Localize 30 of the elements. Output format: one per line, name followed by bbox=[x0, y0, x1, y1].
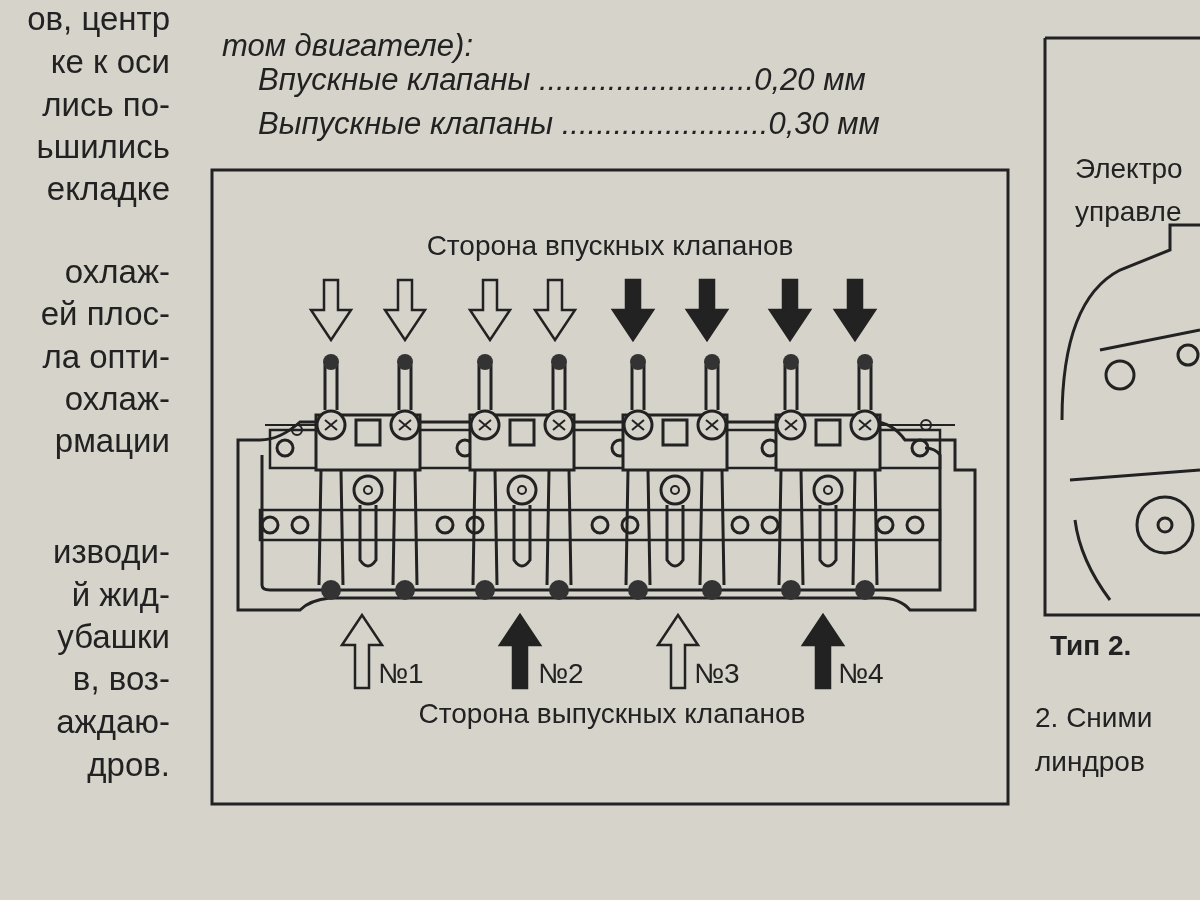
text-line: ла опти- bbox=[41, 340, 170, 373]
cylinder-number: №2 bbox=[538, 660, 584, 688]
text-line: ке к оси bbox=[49, 45, 170, 78]
text-line: Электро bbox=[1075, 155, 1183, 183]
text-line: охлаж- bbox=[63, 255, 170, 288]
text-line: охлаж- bbox=[63, 382, 170, 415]
text-line: ов, центр bbox=[26, 2, 170, 35]
text-line: линдров bbox=[1035, 748, 1145, 776]
spec-heading: том двигателе): bbox=[222, 30, 473, 61]
spec-line: Впускные клапаны .........................0,20 мм bbox=[258, 64, 866, 95]
side-label: Сторона впускных клапанов bbox=[426, 232, 794, 260]
side-label: Сторона выпускных клапанов bbox=[418, 700, 806, 728]
text-line: екладке bbox=[45, 172, 170, 205]
text-line: рмации bbox=[53, 424, 170, 457]
text-line: лись по- bbox=[41, 88, 170, 121]
text-line: изводи- bbox=[51, 535, 170, 568]
cylinder-number: №4 bbox=[838, 660, 884, 688]
text-line: аждаю- bbox=[55, 705, 170, 738]
text-line: в, воз- bbox=[71, 662, 170, 695]
text-line: ьшились bbox=[35, 130, 170, 163]
figure-caption: Тип 2. bbox=[1050, 632, 1132, 660]
text-line: дров. bbox=[86, 748, 170, 781]
text-line: 2. Сними bbox=[1035, 704, 1153, 732]
cylinder-number: №3 bbox=[694, 660, 740, 688]
text-line: й жид- bbox=[70, 578, 170, 611]
spec-line: Выпускные клапаны ........................0,30 мм bbox=[258, 108, 880, 139]
cylinder-number: №1 bbox=[378, 660, 424, 688]
text-line: убашки bbox=[56, 620, 170, 653]
text-line: управле bbox=[1075, 198, 1182, 226]
text-line: ей плос- bbox=[39, 297, 170, 330]
